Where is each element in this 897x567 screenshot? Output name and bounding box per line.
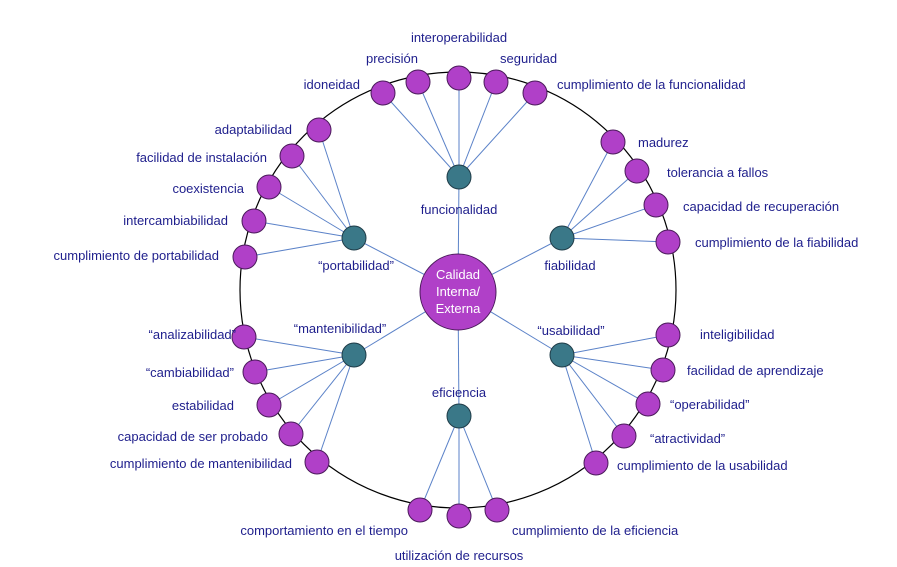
subcharacteristic-label: madurez — [638, 135, 689, 150]
sub-connector — [254, 354, 355, 373]
sub-connector — [458, 92, 536, 178]
subcharacteristic-node — [624, 158, 650, 184]
subcharacteristic-label: tolerancia a fallos — [667, 165, 769, 180]
subcharacteristic-node — [484, 497, 510, 523]
subcharacteristic-label: cumplimiento de portabilidad — [54, 248, 219, 263]
characteristic-label: “usabilidad” — [537, 323, 604, 338]
sub-connector — [268, 354, 355, 406]
subcharacteristic-label: facilidad de aprendizaje — [687, 363, 824, 378]
subcharacteristic-node — [304, 449, 330, 475]
subcharacteristic-label: inteligibilidad — [700, 327, 774, 342]
subcharacteristic-node — [407, 497, 433, 523]
characteristic-node — [446, 403, 472, 429]
subcharacteristic-label: “analizabilidad” — [149, 327, 236, 342]
sub-connector — [268, 186, 355, 239]
subcharacteristic-node — [655, 322, 681, 348]
characteristic-label: eficiencia — [432, 385, 487, 400]
center-label-line: Calidad — [436, 267, 480, 282]
sub-connector — [561, 354, 625, 437]
subcharacteristic-label: cumplimiento de la fiabilidad — [695, 235, 858, 250]
characteristic-label: “portabilidad” — [318, 258, 394, 273]
characteristic-label: fiabilidad — [544, 258, 595, 273]
subcharacteristic-node — [241, 208, 267, 234]
characteristic-label: funcionalidad — [421, 202, 498, 217]
sub-connector — [458, 415, 498, 511]
sub-connector — [458, 81, 497, 178]
subcharacteristic-node — [522, 80, 548, 106]
sub-connector — [318, 129, 355, 239]
subcharacteristic-node — [583, 450, 609, 476]
subcharacteristic-node — [370, 80, 396, 106]
subcharacteristic-node — [650, 357, 676, 383]
center-quality-node — [419, 253, 497, 331]
subcharacteristic-node — [279, 143, 305, 169]
connector-lines — [243, 78, 669, 516]
subcharacteristic-node — [635, 391, 661, 417]
subcharacteristic-label: “atractividad” — [650, 431, 725, 446]
sub-connector — [382, 92, 460, 178]
sub-connector — [561, 141, 614, 239]
subcharacteristic-node — [600, 129, 626, 155]
subcharacteristic-node — [306, 117, 332, 143]
subcharacteristic-label: cumplimiento de la funcionalidad — [557, 77, 746, 92]
sub-connector — [244, 237, 355, 258]
subcharacteristic-node — [446, 65, 472, 91]
sub-connector — [316, 354, 355, 463]
subcharacteristic-label: capacidad de recuperación — [683, 199, 839, 214]
subcharacteristic-label: “operabilidad” — [670, 397, 750, 412]
sub-connector — [290, 354, 355, 435]
characteristic-node — [549, 225, 575, 251]
characteristic-node — [341, 225, 367, 251]
subcharacteristic-node — [256, 174, 282, 200]
subcharacteristic-label: idoneidad — [304, 77, 360, 92]
sub-connector — [419, 415, 460, 511]
sub-connector — [561, 170, 638, 239]
subcharacteristic-node — [655, 229, 681, 255]
subcharacteristic-node — [256, 392, 282, 418]
subcharacteristic-label: capacidad de ser probado — [118, 429, 268, 444]
subcharacteristic-label: comportamiento en el tiempo — [240, 523, 408, 538]
subcharacteristic-node — [643, 192, 669, 218]
subcharacteristic-label: seguridad — [500, 51, 557, 66]
center-label-line: Interna/ — [436, 284, 480, 299]
characteristic-label: “mantenibilidad” — [294, 321, 387, 336]
characteristic-node — [341, 342, 367, 368]
sub-connector — [561, 354, 664, 371]
subcharacteristic-label: cumplimiento de mantenibilidad — [110, 456, 292, 471]
characteristic-node — [446, 164, 472, 190]
subcharacteristic-label: cumplimiento de la usabilidad — [617, 458, 788, 473]
subcharacteristic-label: precisión — [366, 51, 418, 66]
subcharacteristic-label: intercambiabilidad — [123, 213, 228, 228]
subcharacteristic-node — [483, 69, 509, 95]
subcharacteristic-node — [232, 244, 258, 270]
sub-connector — [561, 237, 669, 243]
subcharacteristic-node — [242, 359, 268, 385]
subcharacteristic-node — [278, 421, 304, 447]
subcharacteristic-label: cumplimiento de la eficiencia — [512, 523, 679, 538]
subcharacteristic-node — [231, 324, 257, 350]
center-label-line: Externa — [436, 301, 482, 316]
subcharacteristic-node — [446, 503, 472, 529]
subcharacteristic-label: “cambiabilidad” — [146, 365, 234, 380]
subcharacteristic-node — [611, 423, 637, 449]
subcharacteristic-node — [405, 69, 431, 95]
sub-connector — [561, 354, 597, 464]
sub-connector — [561, 354, 649, 405]
sub-connector — [253, 220, 355, 239]
labels-layer: idoneidad precisión interoperabilidad segur… — [54, 30, 859, 563]
subcharacteristic-label: adaptabilidad — [215, 122, 292, 137]
sub-connector — [561, 204, 657, 239]
characteristic-node — [549, 342, 575, 368]
subcharacteristic-label: facilidad de instalación — [136, 150, 267, 165]
sub-connector — [291, 155, 355, 239]
sub-connector — [417, 81, 460, 178]
sub-connector — [243, 336, 355, 356]
subcharacteristic-label: interoperabilidad — [411, 30, 507, 45]
subcharacteristic-label: utilización de recursos — [395, 548, 524, 563]
nodes-layer — [231, 65, 681, 529]
subcharacteristic-label: coexistencia — [172, 181, 244, 196]
subcharacteristic-label: estabilidad — [172, 398, 234, 413]
sub-connector — [561, 334, 669, 356]
